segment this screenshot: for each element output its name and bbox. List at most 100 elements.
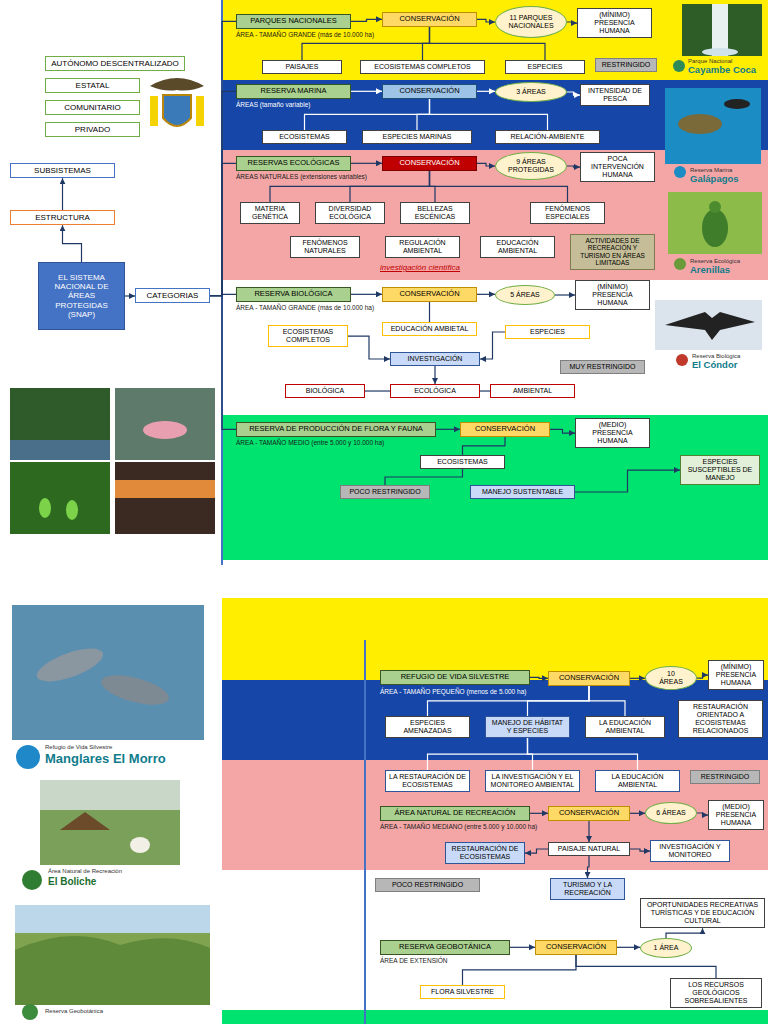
node-text: LA INVESTIGACIÓN Y EL MONITOREO AMBIENTA… [489, 773, 576, 789]
connector [630, 849, 650, 851]
connector [555, 294, 575, 295]
category-header: PARQUES NACIONALES [236, 14, 351, 29]
node-text: COMUNITARIO [49, 103, 136, 112]
node-text: RESERVA MARINA [240, 87, 347, 96]
connector [351, 163, 382, 164]
node-text: RESTRINGIDO [599, 61, 653, 69]
conservation-box: CONSERVACIÓN [548, 806, 630, 821]
feature-box: AMBIENTAL [490, 384, 575, 398]
node-text: DIVERSIDAD ECOLÓGICA [319, 205, 381, 221]
feature-box: ESPECIES SUSCEPTIBLES DE MANEJO [680, 455, 760, 485]
connector [530, 813, 548, 814]
node-text: 6 ÁREAS [656, 809, 686, 817]
connector [20, 86, 45, 163]
node-text: 11 PARQUES NACIONALES [505, 14, 557, 30]
photo-bird [709, 201, 721, 213]
node-text: FLORA SILVESTRE [424, 988, 501, 996]
restriction-box: RESTRINGIDO [595, 58, 657, 72]
structure-box: SUBSISTEMAS [10, 163, 115, 178]
feature-box: BIOLÓGICA [285, 384, 365, 398]
feature-box: PAISAJES [262, 60, 342, 74]
feature-box: (MÍNIMO) PRESENCIA HUMANA [577, 8, 652, 38]
connector [528, 686, 590, 716]
restriction-box: MUY RESTRINGIDO [560, 360, 645, 374]
node-text: ESPECIES SUSCEPTIBLES DE MANEJO [684, 458, 756, 482]
feature-box: ESPECIES [505, 325, 590, 339]
conservation-box: CONSERVACIÓN [382, 287, 477, 302]
feature-box: EDUCACIÓN AMBIETAL [382, 322, 477, 336]
node-text: 1 ÁREA [654, 944, 679, 952]
photo-sunset [115, 462, 215, 534]
node-text: 10 ÁREAS [655, 670, 687, 686]
connector [429, 302, 430, 322]
feature-box: FENÓMENOS NATURALES [290, 236, 360, 258]
feature-box: PAISAJE NATURAL [548, 842, 630, 856]
node-text: PARQUES NACIONALES [240, 17, 347, 26]
count-ellipse: 9 ÁREAS PROTEGIDAS [495, 152, 567, 180]
node-text: MUY RESTRINGIDO [564, 363, 641, 371]
connector [477, 294, 495, 295]
node-text: POCO RESTRINGIDO [379, 881, 476, 889]
conservation-box: CONSERVACIÓN [548, 671, 630, 686]
logo-name: Arenillas [690, 265, 730, 275]
connector [567, 92, 580, 95]
park-logo [22, 870, 42, 890]
conservation-box: CONSERVACIÓN [382, 156, 477, 171]
connector [477, 19, 495, 22]
connector [430, 99, 548, 130]
node-text: BELLEZAS ESCÉNICAS [404, 205, 466, 221]
node-text: ESTATAL [49, 81, 136, 90]
node-text: PRIVADO [49, 125, 136, 134]
connector [210, 163, 236, 295]
feature-box: BELLEZAS ESCÉNICAS [400, 202, 470, 224]
count-ellipse: 11 PARQUES NACIONALES [495, 6, 567, 38]
node-text: MANEJO DE HÁBITAT Y ESPECIES [489, 719, 566, 735]
node-text: INVESTIGACIÓN [394, 355, 476, 363]
feature-box: (MEDIO) PRESENCIA HUMANA [575, 418, 650, 448]
connector [62, 178, 63, 210]
feature-box: INVESTIGACIÓN [390, 352, 480, 366]
node-text: REGULACIÓN AMBIENTAL [389, 239, 456, 255]
feature-box: (MÍNIMO) PRESENCIA HUMANA [708, 660, 764, 690]
connector [365, 390, 390, 391]
feature-box: FENÓMENOS ESPECIALES [530, 202, 605, 224]
node-text: PAISAJES [266, 63, 338, 71]
connector [351, 19, 382, 21]
photo-turtle [678, 114, 722, 134]
logo-caption: Reserva Geobotánica [45, 1008, 103, 1015]
conservation-box: CONSERVACIÓN [535, 940, 617, 955]
node-text: (MÍNIMO) PRESENCIA HUMANA [712, 663, 760, 687]
node-text: (MEDIO) PRESENCIA HUMANA [712, 803, 760, 827]
feature-box: LA EDUCACIÓN AMBIENTAL [595, 770, 680, 792]
node-text: CONSERVACIÓN [552, 809, 626, 818]
subsystem-box: COMUNITARIO [45, 100, 140, 115]
connector [463, 955, 577, 985]
area-size-note: ÁREA - TAMAÑO GRANDE (más de 10.000 ha) [236, 304, 374, 311]
connector [480, 332, 505, 359]
node-text: ACTIVIDADES DE RECREACIÓN Y TURISMO EN Á… [574, 237, 651, 267]
count-ellipse: 6 ÁREAS [645, 802, 697, 824]
node-text: ESPECIES [509, 328, 586, 336]
coat-of-arms [150, 78, 204, 91]
band-pink [222, 150, 768, 280]
band-blue [222, 680, 768, 760]
connector [550, 429, 575, 433]
photo-parrots [39, 498, 51, 518]
feature-box: INTENSIDAD DE PESCA [580, 84, 650, 106]
photo-boliche [40, 780, 180, 865]
feature-box: (MÍNIMO) PRESENCIA HUMANA [575, 280, 650, 310]
node-text: REFUGIO DE VIDA SILVESTRE [384, 673, 526, 682]
connector [436, 429, 460, 430]
node-text: CONSERVACIÓN [386, 290, 473, 299]
photo-valley [15, 905, 210, 1005]
node-text: CONSERVACIÓN [539, 943, 613, 952]
node-text: INVESTIGACIÓN Y MONITOREO [654, 843, 726, 859]
node-text: SUBSISTEMAS [14, 166, 111, 175]
photo-diver [724, 99, 750, 109]
connector [20, 130, 45, 163]
connector [210, 91, 236, 295]
connector [20, 108, 45, 163]
connector [666, 928, 703, 938]
node-text: ECOSISTEMAS [424, 458, 501, 466]
feature-box: (MEDIO) PRESENCIA HUMANA [708, 800, 764, 830]
